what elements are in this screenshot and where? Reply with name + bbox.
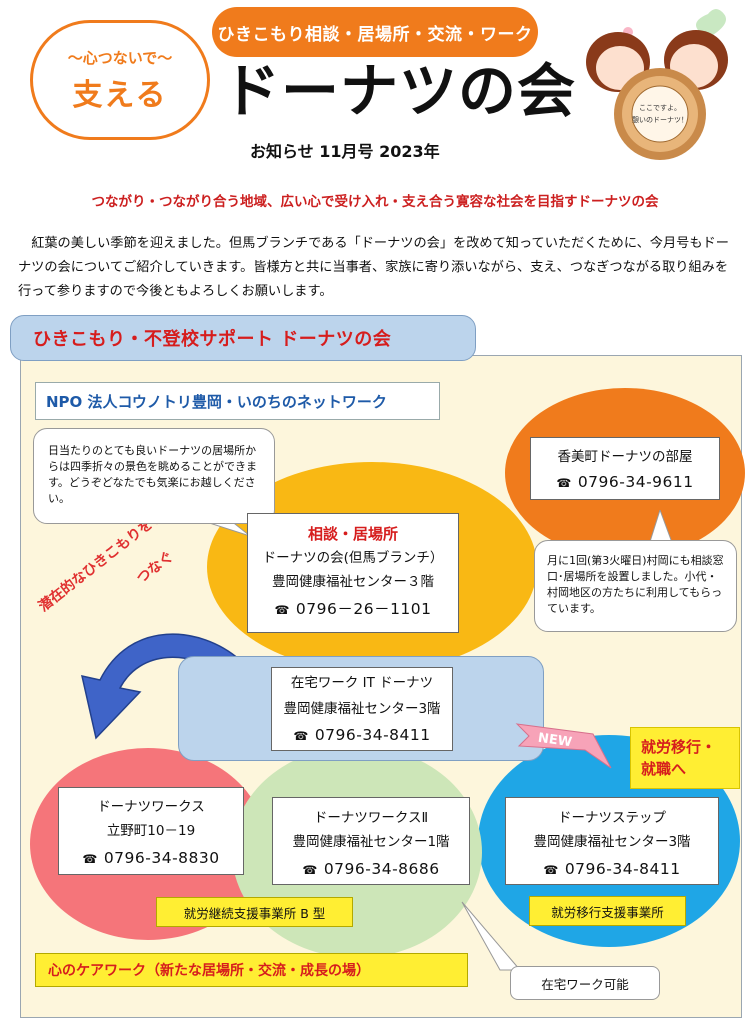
intro-paragraph: 紅葉の美しい季節を迎えました。但馬ブランチである「ドーナツの会」を改めて知ってい…: [18, 236, 729, 299]
card-soudan-phone: ☎0796－26－1101: [274, 600, 432, 618]
card-step-line2: 豊岡健康福祉センター3階: [533, 834, 691, 850]
badge-main-text: 支える: [72, 78, 168, 113]
card-it: 在宅ワーク IT ドーナツ 豊岡健康福祉センター3階 ☎0796-34-8411: [178, 656, 544, 761]
card-works2-phone: ☎0796-34-8686: [302, 860, 440, 878]
header-pill: ひきこもり相談・居場所・交流・ワーク: [212, 7, 538, 57]
card-step-phone: ☎0796-34-8411: [543, 860, 681, 878]
phone-icon: ☎: [556, 476, 572, 490]
card-it-line2: 豊岡健康福祉センター3階: [283, 701, 441, 717]
tag-b-type: 就労継続支援事業所 B 型: [156, 897, 353, 927]
card-kami-phone: ☎0796-34-9611: [556, 473, 694, 491]
card-works-line1: ドーナツワークス: [97, 799, 205, 815]
card-soudan-title: 相談・居場所: [307, 525, 398, 543]
slogan: つながり・つながり合う地域、広い心で受け入れ・支え合う寛容な社会を目指すドーナツ…: [91, 194, 659, 210]
card-step: ドーナツステップ 豊岡健康福祉センター3階 ☎0796-34-8411: [505, 797, 719, 885]
donut-text-2: 憩いのドーナツ！: [632, 115, 688, 124]
card-works-phone: ☎0796-34-8830: [82, 849, 220, 867]
card-it-line1: 在宅ワーク IT ドーナツ: [290, 675, 434, 691]
card-kami-line1: 香美町ドーナツの部屋: [557, 449, 693, 465]
donut-illustration: ここですよ。 憩いのドーナツ！: [586, 9, 728, 160]
callout-left: 日当たりのとても良いドーナツの居場所からは四季折々の景色を眺めることができます。…: [33, 428, 275, 524]
card-works: ドーナツワークス 立野町10－19 ☎0796-34-8830: [58, 787, 244, 875]
tag-care-work: 心のケアワーク（新たな居場所・交流・成長の場）: [35, 953, 468, 987]
header-badge: 〜心つないで〜 支える: [30, 20, 210, 140]
phone-icon: ☎: [293, 729, 309, 743]
card-works2-line1: ドーナツワークスⅡ: [313, 810, 429, 826]
new-label: NEW: [537, 731, 573, 751]
section-tab: ひきこもり・不登校サポート ドーナツの会: [10, 315, 476, 361]
donut-text-1: ここですよ。: [639, 104, 681, 112]
connect-text-line2: つなぐ: [133, 548, 177, 587]
card-soudan: 相談・居場所 ドーナツの会(但馬ブランチ） 豊岡健康福祉センター３階 ☎0796…: [247, 513, 459, 633]
card-step-line1: ドーナツステップ: [558, 810, 666, 826]
page-title: ドーナツの会: [222, 57, 577, 125]
tag-shuro: 就労移行支援事業所: [529, 896, 686, 926]
connect-text: 潜在的なひきこもりを、 つなぐ: [32, 508, 212, 650]
move-tag-line1: 就労移行・: [641, 738, 717, 756]
phone-icon: ☎: [82, 852, 98, 866]
tag-remote-work: 在宅ワーク可能: [510, 966, 660, 1000]
card-works2: ドーナツワークスⅡ 豊岡健康福祉センター1階 ☎0796-34-8686: [272, 797, 470, 885]
heart-icon: [696, 9, 726, 38]
card-works2-line2: 豊岡健康福祉センター1階: [292, 834, 450, 850]
move-tag-line2: 就職へ: [641, 760, 687, 778]
callout-right: 月に1回(第3火曜日)村岡にも相談窓口･居場所を設置しました。小代・村岡地区の方…: [534, 540, 737, 632]
card-soudan-line1: ドーナツの会(但馬ブランチ）: [262, 550, 444, 566]
card-soudan-line2: 豊岡健康福祉センター３階: [272, 574, 434, 590]
card-kami: 香美町ドーナツの部屋 ☎0796-34-9611: [530, 437, 720, 500]
new-ribbon: NEW: [515, 723, 612, 769]
move-tag: 就労移行・ 就職へ: [630, 727, 740, 789]
phone-icon: ☎: [274, 603, 290, 617]
badge-subtitle: 〜心つないで〜: [67, 49, 173, 67]
phone-icon: ☎: [302, 863, 318, 877]
phone-icon: ☎: [543, 863, 559, 877]
card-it-phone: ☎0796-34-8411: [293, 726, 431, 744]
card-works-line2: 立野町10－19: [106, 823, 196, 839]
issue-label: お知らせ 11月号 2023年: [250, 142, 440, 161]
npo-label: NPO 法人コウノトリ豊岡・いのちのネットワーク: [35, 382, 440, 420]
